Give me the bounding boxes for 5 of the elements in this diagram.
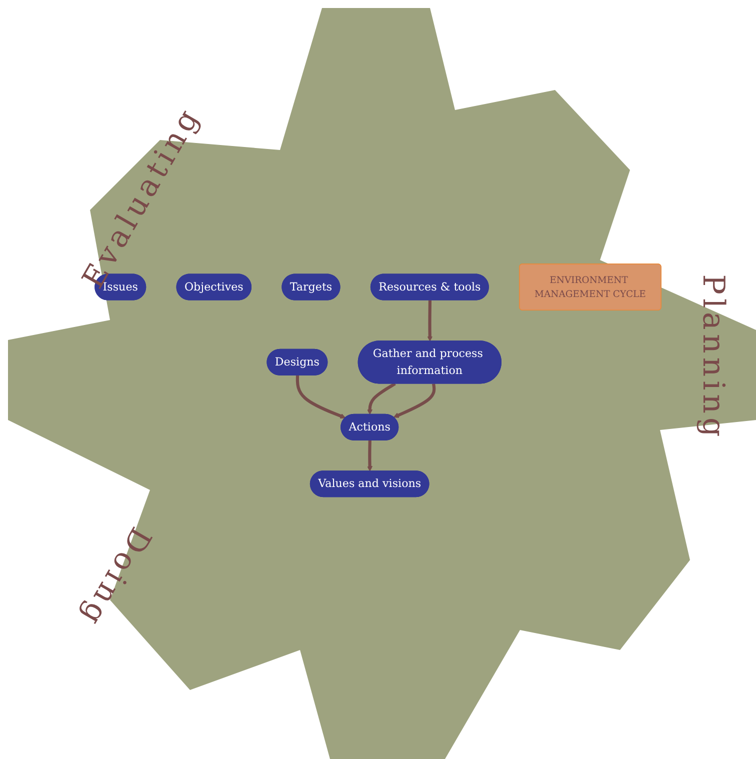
- arrow: [367, 382, 396, 414]
- arrow: [427, 300, 433, 342]
- arrow: [296, 375, 346, 418]
- phase-label: Planning: [696, 274, 731, 441]
- arrow: [367, 440, 372, 472]
